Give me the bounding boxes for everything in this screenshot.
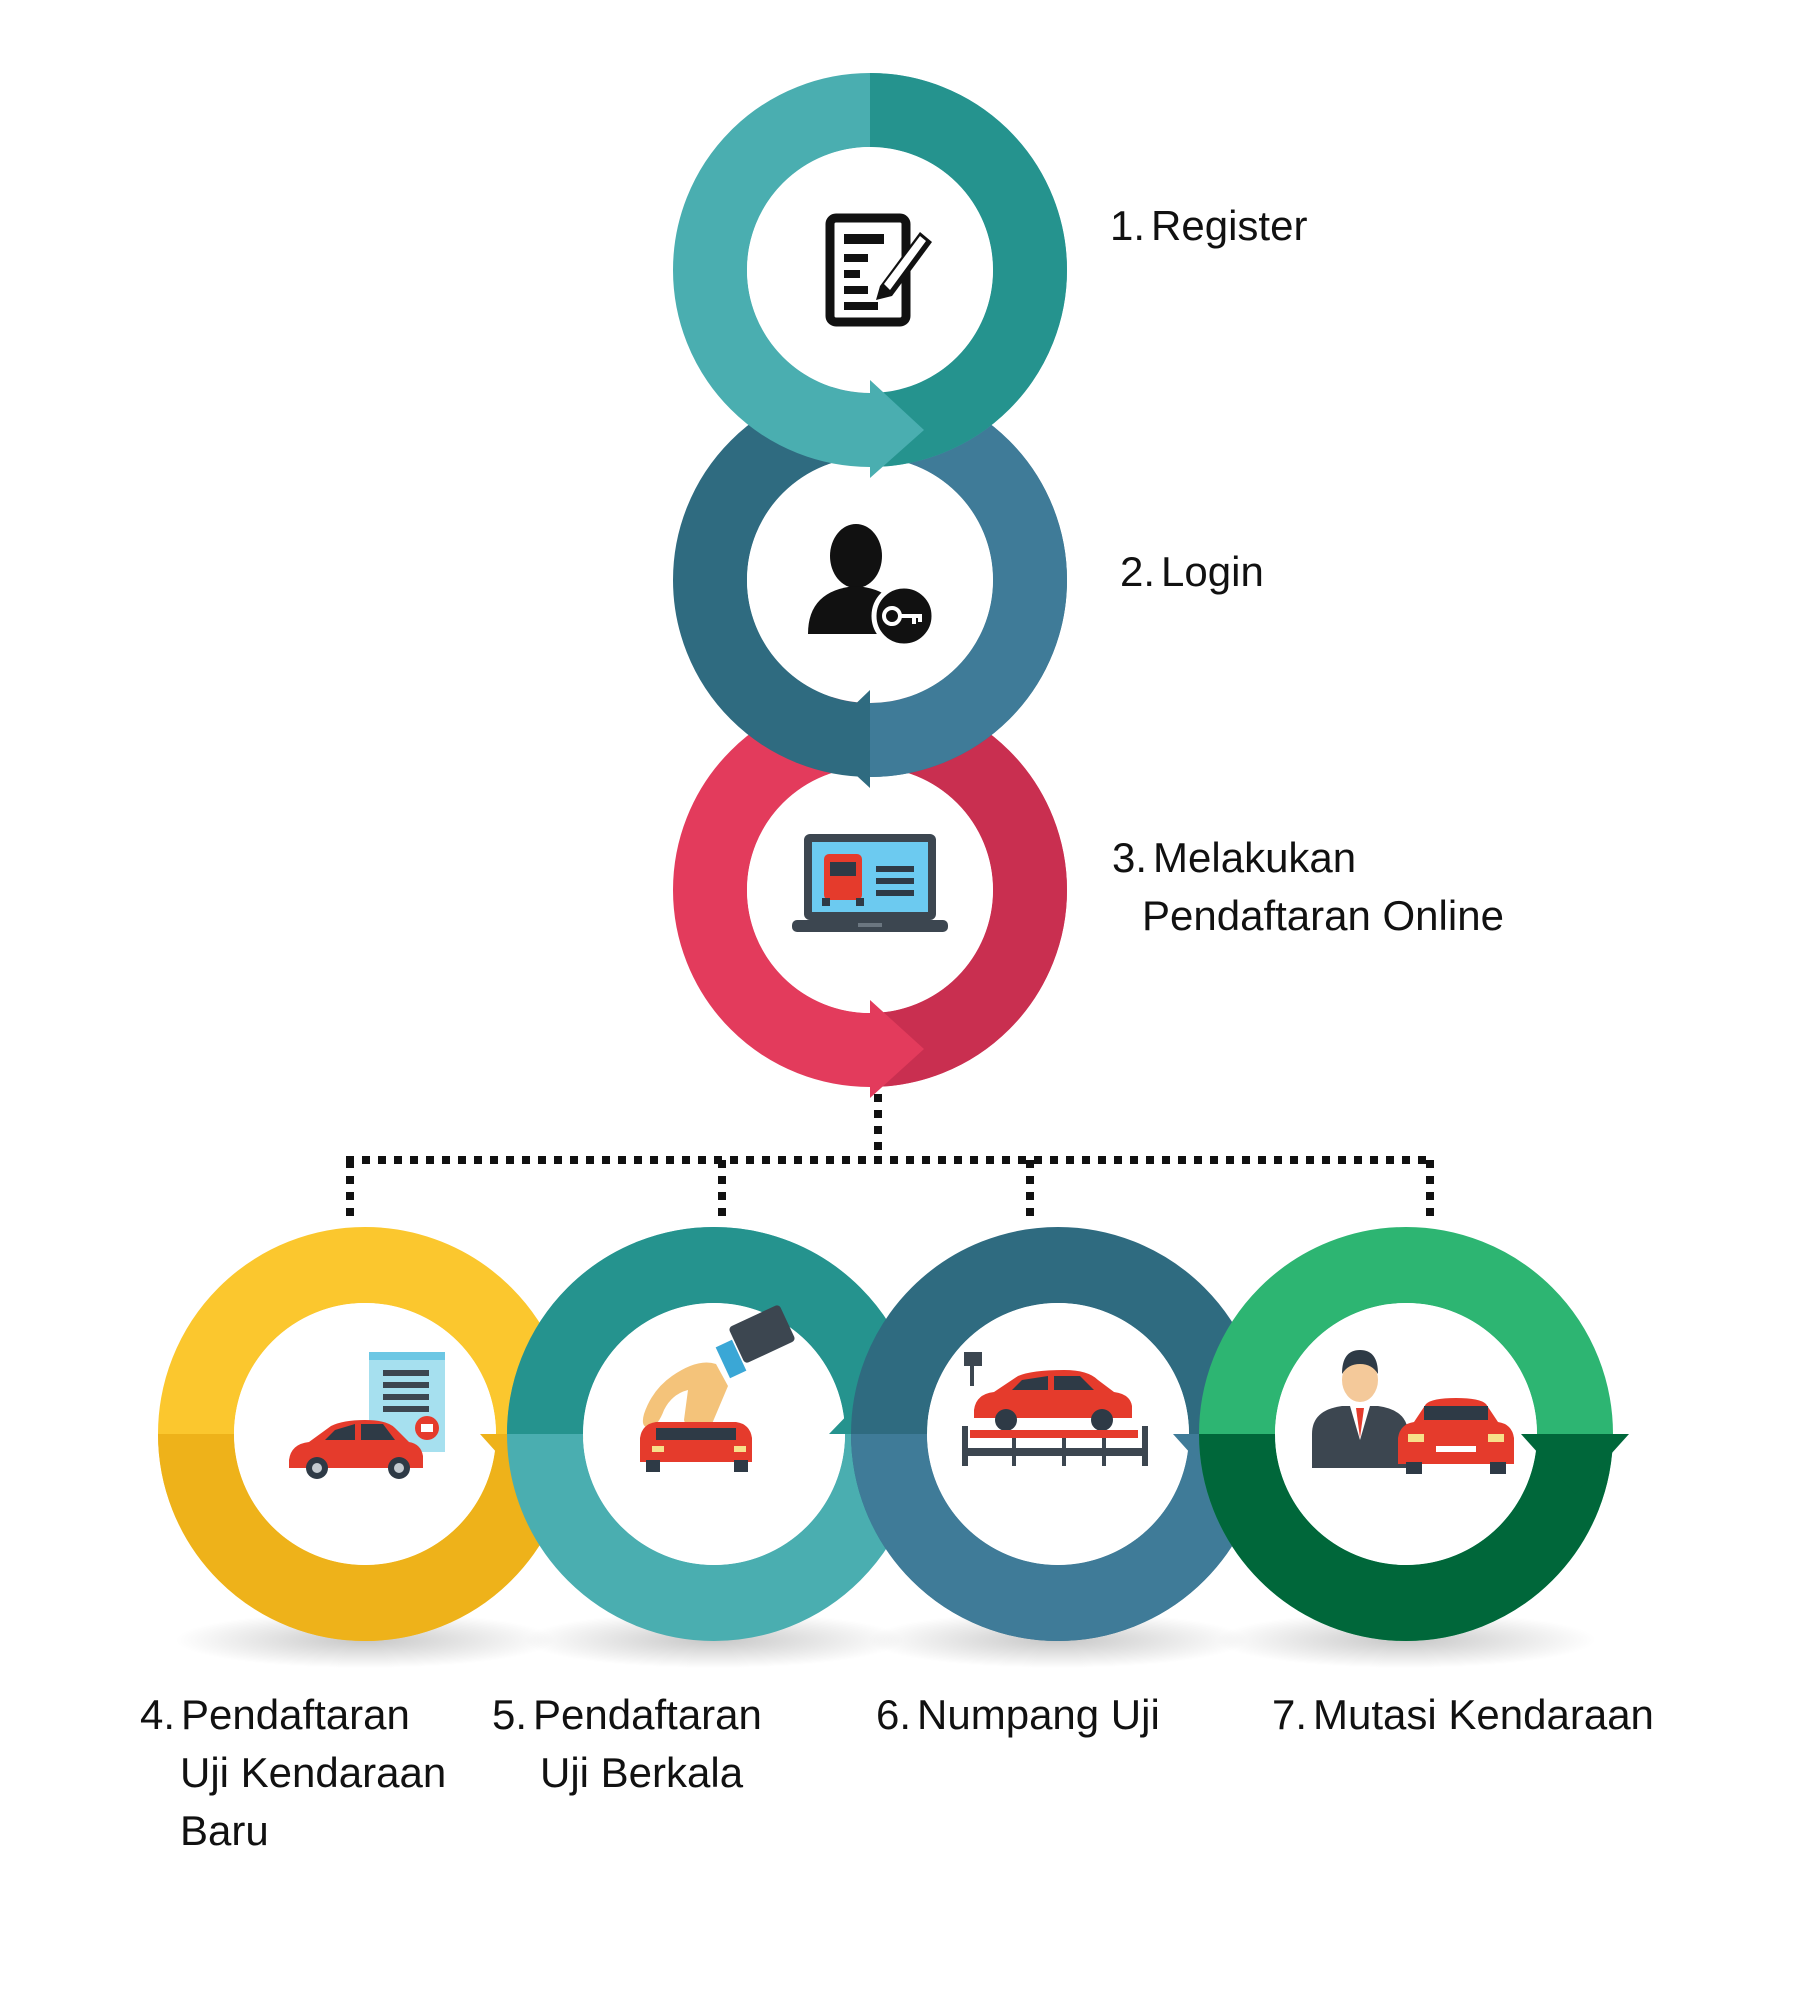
step-1-number: 1. xyxy=(1110,202,1146,249)
car-lift-icon xyxy=(962,1352,1148,1466)
step-4-text-line-1: Pendaftaran xyxy=(181,1691,410,1738)
ring-step-1 xyxy=(673,73,1067,478)
step-3-text-line-2: Pendaftaran Online xyxy=(1142,892,1504,939)
step-5-number: 5. xyxy=(492,1691,528,1738)
step-3-label: 3.Melakukan Pendaftaran Online xyxy=(1112,829,1504,945)
step-2-number: 2. xyxy=(1120,548,1156,595)
step-5-label: 5.Pendaftaran Uji Berkala xyxy=(492,1686,762,1802)
laptop-car-icon xyxy=(792,834,948,932)
step-3-number: 3. xyxy=(1112,834,1148,881)
user-key-icon xyxy=(808,524,937,649)
document-edit-icon xyxy=(825,213,932,327)
person-car-icon xyxy=(1312,1350,1514,1474)
step-6-label: 6.Numpang Uji xyxy=(876,1686,1160,1744)
step-4-label: 4.Pendaftaran Uji Kendaraan Baru xyxy=(140,1686,446,1860)
step-1-label: 1.Register xyxy=(1110,197,1307,255)
step-6-text: Numpang Uji xyxy=(917,1691,1160,1738)
hand-car-icon xyxy=(640,1305,795,1472)
ring-step-6 xyxy=(851,1227,1281,1641)
step-7-label: 7.Mutasi Kendaraan xyxy=(1272,1686,1654,1744)
step-6-number: 6. xyxy=(876,1691,912,1738)
step-1-text: Register xyxy=(1151,202,1308,249)
step-7-text: Mutasi Kendaraan xyxy=(1313,1691,1654,1738)
step-4-number: 4. xyxy=(140,1691,176,1738)
step-2-label: 2.Login xyxy=(1120,543,1264,601)
step-5-text-line-2: Uji Berkala xyxy=(540,1749,744,1796)
dotted-connector xyxy=(346,1094,1434,1222)
car-document-icon xyxy=(289,1352,445,1479)
step-4-text-line-2: Uji Kendaraan xyxy=(180,1749,447,1796)
step-3-text-line-1: Melakukan xyxy=(1153,834,1357,881)
step-4-text-line-3: Baru xyxy=(180,1807,269,1854)
step-7-number: 7. xyxy=(1272,1691,1308,1738)
step-2-text: Login xyxy=(1161,548,1264,595)
step-5-text-line-1: Pendaftaran xyxy=(533,1691,762,1738)
